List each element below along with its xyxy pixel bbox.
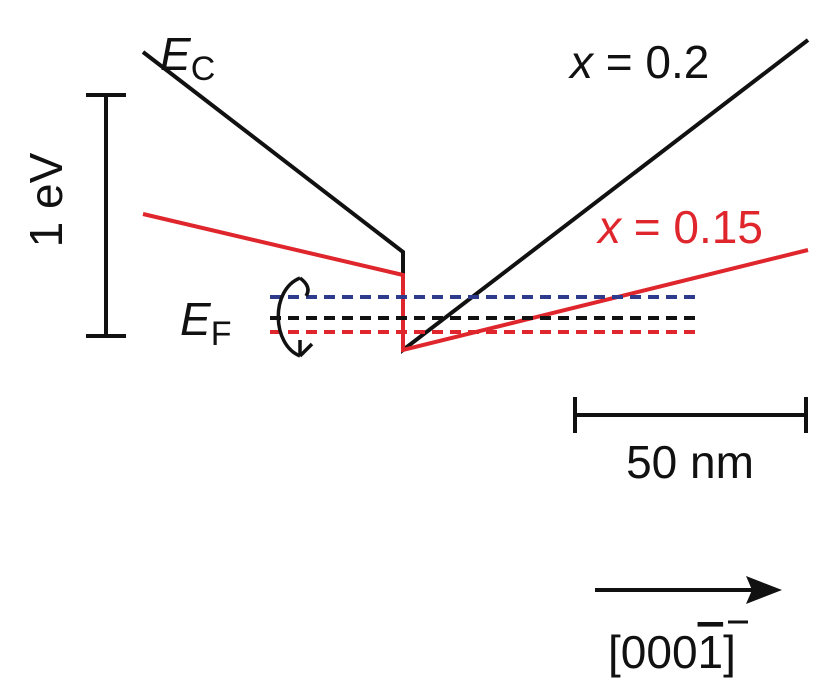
series-label-x0.2: x = 0.2 — [568, 36, 709, 88]
ec-label: EC — [160, 28, 215, 88]
energy-scale-label: 1 eV — [20, 152, 72, 247]
series-label-x0.15: x = 0.15 — [596, 201, 763, 253]
loop-arrow-icon — [276, 276, 301, 358]
ef-label: EF — [180, 293, 231, 353]
length-scale-label: 50 nm — [626, 436, 754, 488]
loop-arrow-inner — [298, 276, 310, 297]
direction-label: [0001] — [608, 626, 736, 678]
conduction-band-x0.15 — [142, 212, 809, 353]
direction-overbar-digit: 1 — [698, 626, 724, 678]
loop-arrow-head — [298, 340, 314, 358]
direction-arrow-icon — [746, 576, 782, 604]
